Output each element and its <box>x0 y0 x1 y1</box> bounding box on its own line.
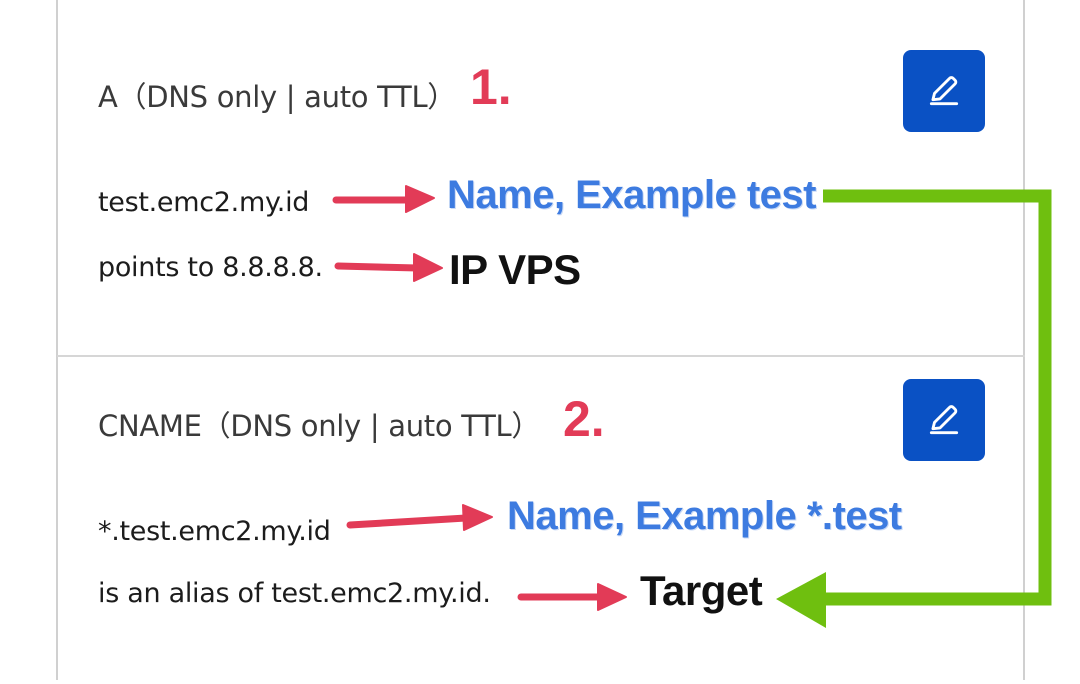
record-content: points to 8.8.8.8. <box>98 252 323 283</box>
pencil-icon <box>929 405 959 435</box>
edit-record-button[interactable] <box>903 50 985 132</box>
record-content: is an alias of test.emc2.my.id. <box>98 578 491 609</box>
name-annotation: Name, Example test <box>447 173 816 217</box>
record-name: test.emc2.my.id <box>98 187 310 218</box>
content-annotation: IP VPS <box>449 246 581 293</box>
edit-record-button[interactable] <box>903 379 985 461</box>
red-arrow-head <box>413 253 443 282</box>
red-arrow-head <box>462 504 493 531</box>
annotation-number: 2. <box>563 391 605 447</box>
name-annotation: Name, Example *.test <box>507 494 902 538</box>
red-arrow-head <box>597 583 627 611</box>
record-divider <box>57 355 1025 357</box>
red-arrow-head <box>405 185 435 213</box>
record-type-label: CNAME（DNS only | auto TTL） <box>98 409 541 443</box>
red-arrow <box>346 514 470 529</box>
red-arrow <box>334 262 422 272</box>
annotation-number: 1. <box>470 59 512 115</box>
content-annotation: Target <box>640 567 763 614</box>
green-connector <box>823 189 1052 606</box>
dns-records-card <box>56 0 1025 680</box>
record-type-label: A（DNS only | auto TTL） <box>98 80 456 114</box>
record-name: *.test.emc2.my.id <box>98 516 331 547</box>
pencil-icon <box>929 76 959 106</box>
green-arrow-head <box>776 572 826 628</box>
